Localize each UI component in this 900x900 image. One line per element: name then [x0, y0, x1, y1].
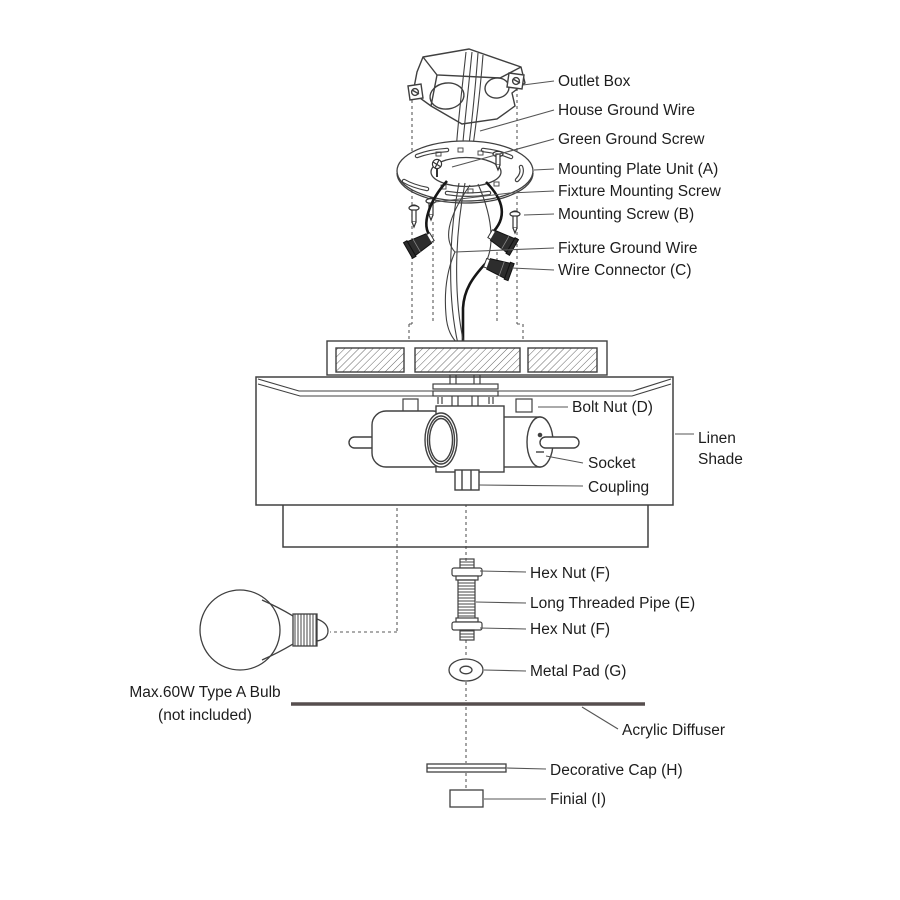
label-socket: Socket [588, 455, 636, 472]
mounting-screws-drawing [408, 197, 521, 235]
label-hex-nut-top: Hex Nut (F) [530, 565, 611, 582]
label-long-threaded-pipe: Long Threaded Pipe (E) [530, 595, 696, 612]
cap-finial-drawing [426, 763, 507, 808]
label-bulb-note-line1: Max.60W Type A Bulb [129, 684, 281, 701]
label-mounting-screw: Mounting Screw (B) [558, 206, 695, 223]
label-wire-connector: Wire Connector (C) [558, 262, 692, 279]
label-mounting-plate: Mounting Plate Unit (A) [558, 161, 719, 178]
bolt-nut-left [402, 398, 419, 413]
label-linen-shade: Linen Shade [698, 428, 743, 470]
label-linen-shade-line1: Linen [698, 430, 736, 447]
label-bulb-note: Max.60W Type A Bulb (not included) [85, 681, 325, 727]
canopy-drawing [326, 340, 608, 376]
label-coupling: Coupling [588, 479, 650, 496]
threaded-pipe-drawing [451, 558, 483, 641]
label-bolt-nut: Bolt Nut (D) [572, 399, 653, 416]
label-linen-shade-line2: Shade [698, 451, 743, 468]
label-green-ground-screw: Green Ground Screw [558, 131, 705, 148]
socket-drawing [348, 405, 580, 491]
label-bulb-note-line2: (not included) [158, 707, 252, 724]
label-fixture-mounting-screw: Fixture Mounting Screw [558, 183, 721, 200]
outlet-box-drawing [407, 48, 526, 125]
label-hex-nut-bottom: Hex Nut (F) [530, 621, 611, 638]
label-outlet-box: Outlet Box [558, 73, 631, 90]
metal-pad-drawing [448, 658, 484, 682]
label-metal-pad: Metal Pad (G) [530, 663, 627, 680]
label-decorative-cap: Decorative Cap (H) [550, 762, 683, 779]
wire-connectors-drawing [402, 229, 520, 282]
label-fixture-ground-wire: Fixture Ground Wire [558, 240, 698, 257]
coupling-part [454, 469, 480, 491]
bolt-nut-right [515, 398, 533, 413]
green-ground-screw-drawing [431, 158, 443, 177]
label-finial: Finial (I) [550, 791, 606, 808]
bulb-drawing [199, 589, 329, 671]
leader-lines [434, 80, 694, 800]
label-house-ground-wire: House Ground Wire [558, 102, 695, 119]
label-acrylic-diffuser: Acrylic Diffuser [622, 722, 726, 739]
